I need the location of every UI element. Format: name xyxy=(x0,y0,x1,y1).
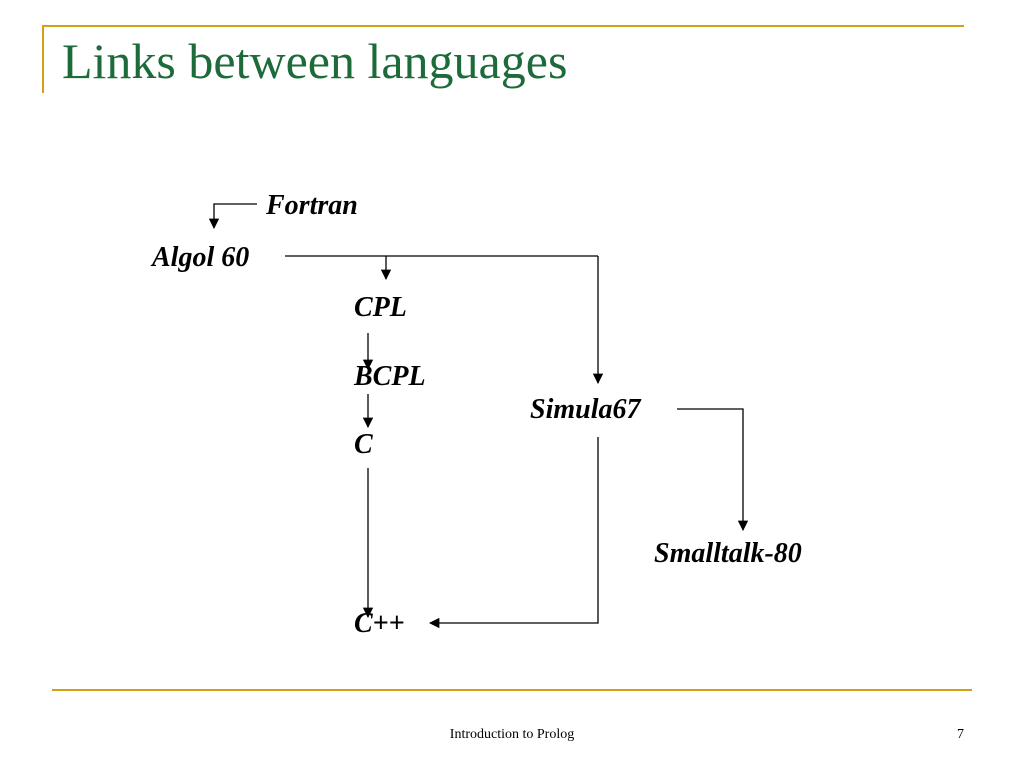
link-simula67-to-smalltalk80 xyxy=(677,408,749,532)
node-algol60: Algol 60 xyxy=(150,242,249,273)
bottom-accent-line xyxy=(52,689,972,691)
node-cpp: C++ xyxy=(354,608,405,639)
link-fortran-to-algol60 xyxy=(208,203,257,230)
top-accent-line xyxy=(42,25,964,27)
page-number: 7 xyxy=(957,727,964,742)
node-smalltalk80: Smalltalk-80 xyxy=(654,538,802,569)
link-simula67-to-cpp xyxy=(428,437,599,629)
node-simula67: Simula67 xyxy=(530,394,641,425)
slide-title: Links between languages xyxy=(62,33,568,89)
left-accent-line xyxy=(42,25,44,93)
footer-text: Introduction to Prolog xyxy=(449,727,575,742)
node-cpl: CPL xyxy=(354,292,407,323)
node-fortran: Fortran xyxy=(265,190,358,221)
node-bcpl: BCPL xyxy=(353,361,426,392)
node-c: C xyxy=(354,429,373,460)
